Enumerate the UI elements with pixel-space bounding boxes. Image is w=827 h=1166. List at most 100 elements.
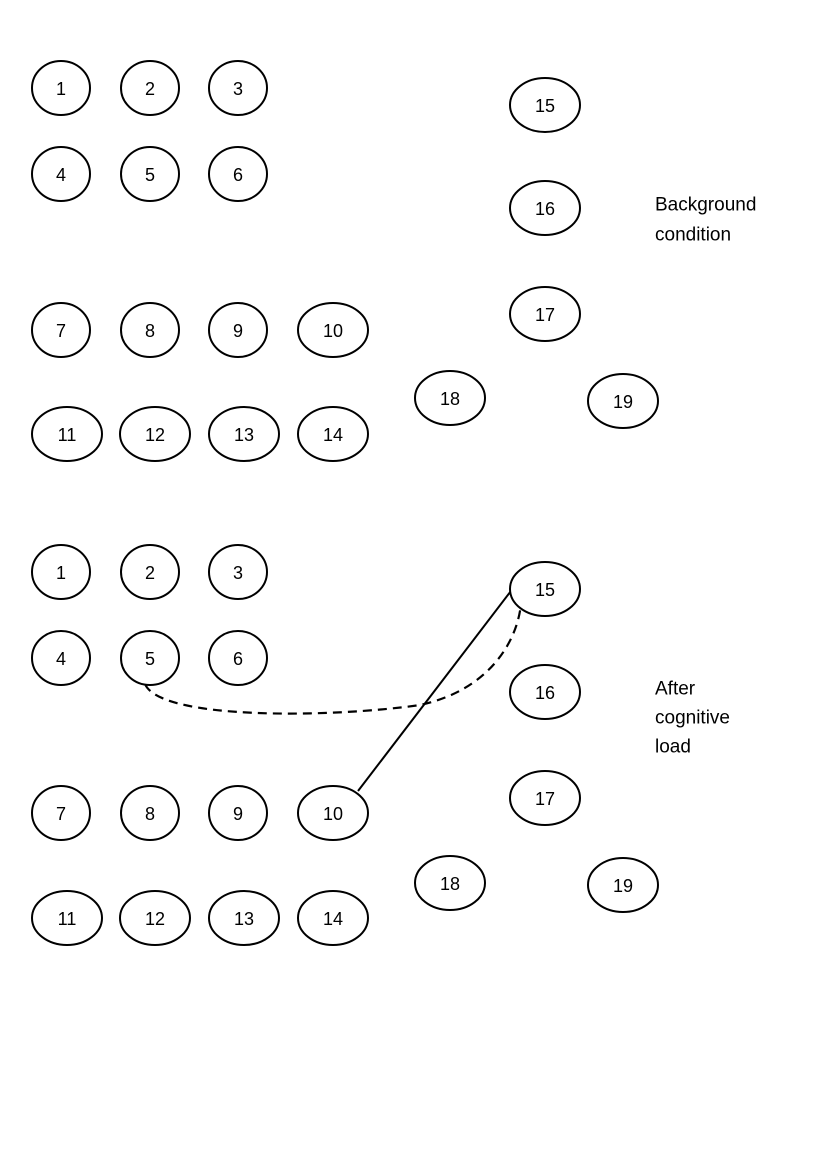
node-label: 13 — [234, 909, 254, 929]
node-10: 10 — [297, 302, 369, 358]
node-8: 8 — [120, 785, 180, 841]
node-8: 8 — [120, 302, 180, 358]
node-ellipse — [297, 890, 369, 946]
node-ellipse — [208, 146, 268, 202]
node-label: 17 — [535, 789, 555, 809]
node-label: 3 — [233, 563, 243, 583]
node-ellipse — [208, 302, 268, 358]
node-ellipse — [509, 180, 581, 236]
node-12: 12 — [119, 890, 191, 946]
node-14: 14 — [297, 406, 369, 462]
node-label: 5 — [145, 649, 155, 669]
caption-line: load — [655, 737, 691, 758]
node-label: 2 — [145, 563, 155, 583]
node-ellipse — [31, 544, 91, 600]
node-label: 6 — [233, 649, 243, 669]
node-ellipse — [31, 890, 103, 946]
node-label: 10 — [323, 804, 343, 824]
node-ellipse — [509, 77, 581, 133]
node-4: 4 — [31, 630, 91, 686]
node-label: 9 — [233, 321, 243, 341]
node-ellipse — [31, 60, 91, 116]
node-ellipse — [208, 544, 268, 600]
node-ellipse — [587, 373, 659, 429]
node-ellipse — [208, 60, 268, 116]
node-label: 1 — [56, 79, 66, 99]
node-label: 6 — [233, 165, 243, 185]
node-1: 1 — [31, 544, 91, 600]
node-19: 19 — [587, 373, 659, 429]
node-15: 15 — [509, 561, 581, 617]
caption-line: cognitive — [655, 708, 730, 729]
node-12: 12 — [119, 406, 191, 462]
node-ellipse — [120, 544, 180, 600]
node-11: 11 — [31, 406, 103, 462]
node-9: 9 — [208, 302, 268, 358]
node-label: 13 — [234, 425, 254, 445]
node-ellipse — [208, 406, 280, 462]
node-label: 14 — [323, 425, 343, 445]
node-17: 17 — [509, 286, 581, 342]
node-ellipse — [119, 890, 191, 946]
node-ellipse — [120, 302, 180, 358]
node-label: 5 — [145, 165, 155, 185]
node-ellipse — [587, 857, 659, 913]
caption-line: Background — [655, 195, 756, 216]
node-label: 17 — [535, 305, 555, 325]
node-16: 16 — [509, 664, 581, 720]
node-label: 16 — [535, 683, 555, 703]
node-9: 9 — [208, 785, 268, 841]
node-label: 12 — [145, 425, 165, 445]
node-ellipse — [120, 630, 180, 686]
node-7: 7 — [31, 302, 91, 358]
node-5: 5 — [120, 630, 180, 686]
node-6: 6 — [208, 630, 268, 686]
node-label: 15 — [535, 580, 555, 600]
node-ellipse — [208, 630, 268, 686]
node-label: 2 — [145, 79, 155, 99]
node-ellipse — [509, 664, 581, 720]
node-label: 19 — [613, 876, 633, 896]
node-label: 10 — [323, 321, 343, 341]
node-ellipse — [297, 406, 369, 462]
node-ellipse — [208, 785, 268, 841]
node-label: 4 — [56, 649, 66, 669]
caption-line: condition — [655, 225, 731, 246]
node-ellipse — [31, 146, 91, 202]
node-18: 18 — [414, 855, 486, 911]
node-label: 7 — [56, 321, 66, 341]
node-label: 12 — [145, 909, 165, 929]
edge-5-to-15-dashed — [143, 602, 523, 715]
node-label: 4 — [56, 165, 66, 185]
node-ellipse — [509, 561, 581, 617]
node-label: 8 — [145, 804, 155, 824]
node-ellipse — [297, 302, 369, 358]
panel-caption: Background condition — [655, 195, 756, 246]
node-label: 3 — [233, 79, 243, 99]
node-label: 8 — [145, 321, 155, 341]
node-5: 5 — [120, 146, 180, 202]
node-ellipse — [414, 370, 486, 426]
node-label: 19 — [613, 392, 633, 412]
node-label: 11 — [58, 425, 77, 445]
node-ellipse — [31, 630, 91, 686]
node-4: 4 — [31, 146, 91, 202]
node-2: 2 — [120, 544, 180, 600]
node-ellipse — [119, 406, 191, 462]
node-15: 15 — [509, 77, 581, 133]
node-ellipse — [31, 785, 91, 841]
node-14: 14 — [297, 890, 369, 946]
node-ellipse — [120, 60, 180, 116]
node-3: 3 — [208, 60, 268, 116]
node-6: 6 — [208, 146, 268, 202]
node-3: 3 — [208, 544, 268, 600]
node-label: 18 — [440, 874, 460, 894]
node-ellipse — [208, 890, 280, 946]
node-label: 1 — [56, 563, 66, 583]
node-2: 2 — [120, 60, 180, 116]
node-label: 9 — [233, 804, 243, 824]
